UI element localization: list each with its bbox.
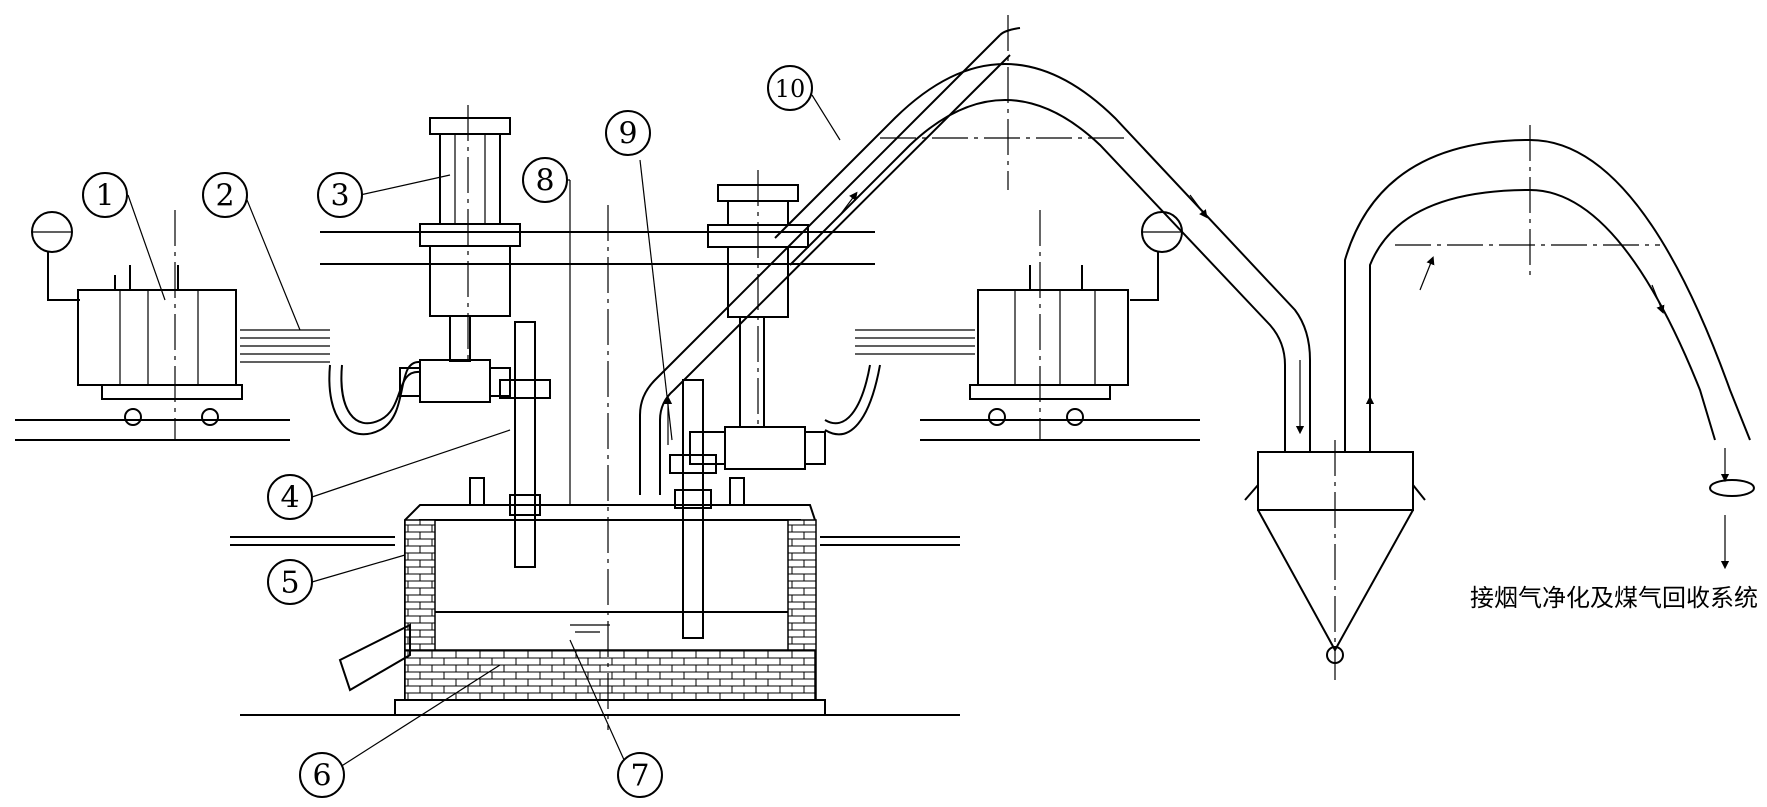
callout-9: 9 bbox=[605, 110, 651, 156]
flue-gas-note: 接烟气净化及煤气回收系统 bbox=[1470, 584, 1758, 612]
callout-label-4: 4 bbox=[280, 481, 299, 516]
duct-arch-main bbox=[774, 15, 1311, 452]
callout-label-2: 2 bbox=[215, 179, 234, 214]
callout-10: 10 bbox=[767, 65, 813, 111]
callout-label-1: 1 bbox=[95, 179, 114, 214]
callout-label-3: 3 bbox=[330, 179, 349, 214]
dust-collector bbox=[1244, 440, 1426, 680]
transformer-right bbox=[969, 210, 1183, 440]
furnace-body bbox=[338, 205, 826, 730]
callout-label-5: 5 bbox=[280, 566, 299, 601]
callout-6: 6 bbox=[299, 752, 345, 798]
callout-8: 8 bbox=[522, 157, 568, 203]
callout-label-8: 8 bbox=[535, 164, 554, 199]
callout-4: 4 bbox=[267, 474, 313, 520]
electrode-lifter-right bbox=[689, 170, 826, 470]
electrodes bbox=[499, 321, 717, 639]
leader-lines bbox=[127, 94, 841, 768]
callout-3: 3 bbox=[317, 172, 363, 218]
callout-7: 7 bbox=[617, 752, 663, 798]
callout-label-6: 6 bbox=[312, 759, 331, 794]
callout-label-10: 10 bbox=[775, 75, 806, 103]
duct-arch-second bbox=[1344, 125, 1755, 570]
electrode-lifter-left bbox=[399, 105, 521, 403]
short-network-cables bbox=[240, 329, 975, 436]
floor-lines bbox=[15, 231, 1200, 716]
callout-label-9: 9 bbox=[618, 117, 637, 152]
transformer-left bbox=[31, 210, 243, 440]
callout-2: 2 bbox=[202, 172, 248, 218]
callout-1: 1 bbox=[82, 172, 128, 218]
callout-5: 5 bbox=[267, 559, 313, 605]
callout-label-7: 7 bbox=[630, 759, 649, 794]
